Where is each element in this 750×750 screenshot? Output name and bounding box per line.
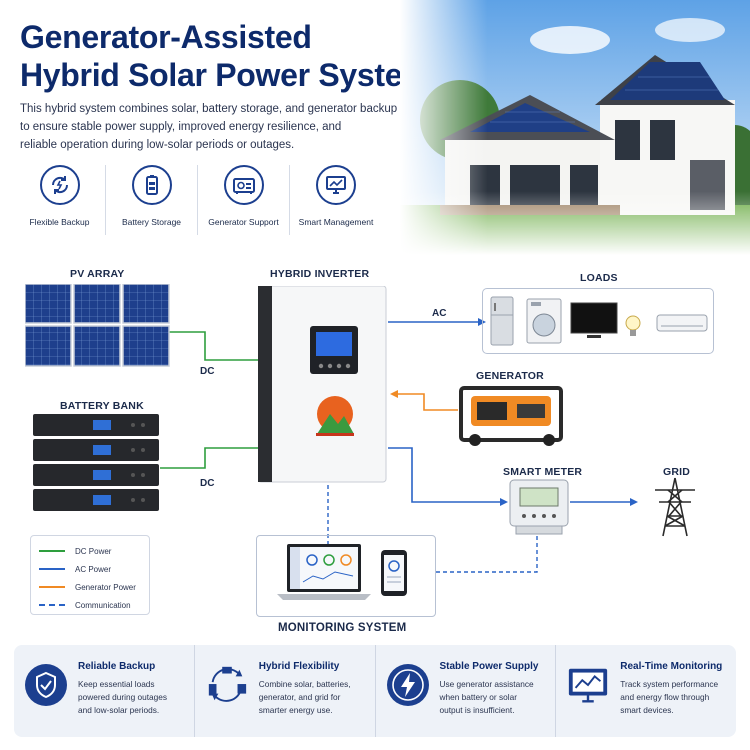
laptop-icon: [277, 544, 371, 600]
cycle-arrows-icon: [39, 165, 80, 205]
benefit-desc-line: Combine solar, batteries,: [258, 679, 351, 689]
benefit-desc-line: smart devices.: [620, 705, 674, 715]
grid-label: GRID: [663, 466, 691, 478]
benefit-desc-line: and energy flow through: [620, 692, 710, 702]
logo-sun-mountain: [316, 396, 354, 436]
intro-text: This hybrid system combines solar, batte…: [20, 100, 420, 154]
legend-swatch: [39, 586, 65, 588]
benefit-hybrid-flexibility: Hybrid Flexibility Combine solar, batter…: [195, 645, 376, 737]
legend-item-ac: AC Power: [39, 560, 141, 578]
battery-bank-units: [33, 414, 159, 511]
benefit-desc-line: Use generator assistance: [439, 679, 534, 689]
benefit-desc-line: Keep essential loads: [78, 679, 155, 689]
legend-label: Communication: [75, 600, 131, 610]
feature-row: Flexible Backup Battery Storage Generato…: [14, 165, 384, 235]
generator-line: [398, 393, 458, 411]
page-title: Generator-Assisted Hybrid Solar Power Sy…: [20, 18, 431, 94]
legend-swatch: [39, 568, 65, 570]
benefits-bar: Reliable Backup Keep essential loads pow…: [14, 645, 736, 737]
hybrid-inverter-unit: [258, 286, 387, 483]
loads-box: [482, 288, 714, 354]
title-line-1: Generator-Assisted: [20, 19, 312, 55]
laptop-phone-illustration: [277, 544, 407, 600]
legend-swatch: [39, 604, 65, 606]
feature-flexible-backup: Flexible Backup: [14, 165, 106, 235]
feature-label: Battery Storage: [121, 217, 182, 227]
benefit-stable-power: Stable Power Supply Use generator assist…: [376, 645, 557, 737]
tv-icon: [570, 302, 618, 338]
benefit-reliable-backup: Reliable Backup Keep essential loads pow…: [14, 645, 195, 737]
feature-battery-storage: Battery Storage: [106, 165, 198, 235]
monitor-chart-icon: [316, 165, 356, 205]
monitoring-system-label: MONITORING SYSTEM: [278, 622, 407, 634]
generator-icon: [223, 165, 264, 205]
monitor-chart-icon: [566, 663, 610, 707]
ac-label: AC: [432, 308, 447, 319]
loads-label: LOADS: [580, 272, 618, 284]
benefit-title: Real-Time Monitoring: [620, 661, 723, 672]
intro-line-2: to ensure stable power supply, improved …: [20, 121, 342, 133]
dc-label-battery: DC: [200, 478, 215, 489]
hybrid-cycle-icon: [205, 663, 249, 707]
intro-line-1: This hybrid system combines solar, batte…: [20, 103, 398, 115]
lightning-icon: [386, 663, 430, 707]
hybrid-inverter-label: HYBRID INVERTER: [270, 268, 370, 280]
fridge-icon: [490, 296, 514, 346]
benefit-desc-line: when battery or solar: [439, 692, 517, 702]
feature-label: Generator Support: [208, 217, 279, 227]
dc-line-pv: [168, 331, 258, 361]
benefit-desc-line: and low-solar periods.: [78, 705, 160, 715]
smart-meter-label: SMART METER: [503, 466, 583, 478]
benefit-title: Hybrid Flexibility: [258, 661, 340, 672]
legend-item-generator: Generator Power: [39, 578, 141, 596]
legend-swatch: [39, 550, 65, 552]
appliances: [490, 296, 708, 346]
feature-smart-management: Smart Management: [290, 165, 382, 235]
benefit-desc-line: powered during outages: [78, 692, 168, 702]
feature-label: Smart Management: [298, 217, 374, 227]
benefit-title: Reliable Backup: [78, 661, 156, 672]
dc-line-battery: [160, 447, 258, 469]
legend-item-communication: Communication: [39, 596, 141, 614]
legend-label: DC Power: [75, 546, 112, 556]
benefit-desc: Use generator assistance when battery or…: [440, 678, 539, 717]
benefit-desc-line: generator, and grid for: [258, 692, 341, 702]
legend-item-dc: DC Power: [39, 542, 141, 560]
benefit-title: Stable Power Supply: [439, 661, 539, 672]
benefit-desc-line: output is insufficient.: [439, 705, 515, 715]
benefit-desc-line: smarter energy use.: [258, 705, 333, 715]
ac-line-meter: [388, 447, 500, 503]
legend: DC Power AC Power Generator Power Commun…: [30, 535, 150, 615]
air-conditioner-icon: [656, 314, 708, 332]
generator-label: GENERATOR: [476, 370, 544, 382]
feature-generator-support: Generator Support: [198, 165, 290, 235]
generator-unit: [459, 386, 563, 446]
benefit-real-time-monitoring: Real-Time Monitoring Track system perfor…: [556, 645, 736, 737]
benefit-desc-line: Track system performance: [620, 679, 719, 689]
dc-label-pv: DC: [200, 366, 215, 377]
legend-label: AC Power: [75, 564, 112, 574]
pv-array-label: PV ARRAY: [70, 268, 125, 280]
battery-module: [33, 414, 159, 511]
solar-house-illustration: [400, 0, 750, 255]
smart-meter-unit: [509, 479, 569, 535]
comm-line-meter: [436, 535, 538, 573]
title-line-2: Hybrid Solar Power System: [20, 57, 431, 93]
feature-label: Flexible Backup: [29, 217, 90, 227]
legend-label: Generator Power: [75, 582, 136, 592]
battery-bank-label: BATTERY BANK: [60, 400, 144, 412]
washing-machine-icon: [526, 298, 562, 344]
phone-icon: [381, 550, 407, 596]
grid-tower-icon: [655, 477, 695, 537]
pv-array-panels: [25, 284, 170, 367]
benefit-desc: Combine solar, batteries, generator, and…: [259, 678, 351, 717]
intro-line-3: reliable operation during low-solar peri…: [20, 139, 295, 151]
benefit-desc: Keep essential loads powered during outa…: [78, 678, 167, 717]
shield-check-icon: [24, 663, 68, 707]
light-bulb-icon: [625, 315, 641, 336]
battery-icon: [131, 165, 172, 205]
monitoring-box: [256, 535, 436, 617]
benefit-desc: Track system performance and energy flow…: [620, 678, 722, 717]
